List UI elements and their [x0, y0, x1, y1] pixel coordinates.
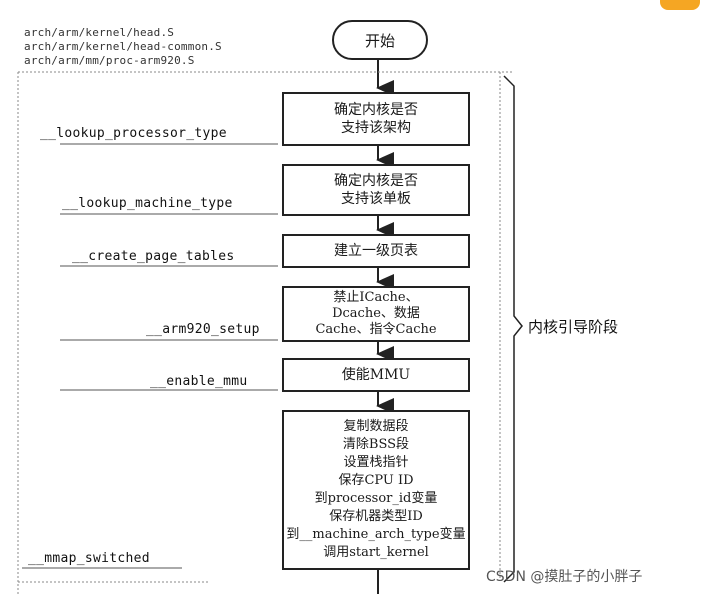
fn-label-create-page-tables: __create_page_tables: [72, 249, 235, 264]
step-line: 确定内核是否: [334, 102, 418, 118]
step-line: Cache、指令Cache: [315, 322, 437, 337]
source-file-proc-arm920: arch/arm/mm/proc-arm920.S: [24, 54, 195, 67]
step-line: 建立一级页表: [334, 243, 418, 259]
corner-badge-icon[interactable]: [660, 0, 700, 10]
watermark: CSDN @摸肚子的小胖子: [486, 569, 643, 585]
fn-label-enable-mmu: __enable_mmu: [150, 374, 248, 389]
step-line: 支持该单板: [341, 191, 411, 207]
step-line: 使能MMU: [341, 367, 411, 383]
fn-label-lookup-processor-type: __lookup_processor_type: [40, 126, 227, 141]
step-line: 复制数据段: [343, 419, 409, 434]
fn-label-mmap-switched: __mmap_switched: [28, 551, 150, 566]
step-line: 保存CPU ID: [338, 473, 414, 488]
start-node: 开始: [332, 20, 428, 60]
step-box-enable-mmu: 使能MMU: [282, 358, 470, 392]
fn-label-lookup-machine-type: __lookup_machine_type: [62, 196, 233, 211]
step-line: 清除BSS段: [342, 437, 410, 452]
step-line: 确定内核是否: [334, 173, 418, 189]
step-line: 设置栈指针: [343, 455, 409, 470]
source-file-head-common: arch/arm/kernel/head-common.S: [24, 40, 222, 53]
fn-label-arm920-setup: __arm920_setup: [146, 322, 260, 337]
step-line: 支持该架构: [341, 120, 411, 136]
step-line: 调用start_kernel: [323, 545, 429, 560]
step-box-disable-cache: 禁止ICache、 Dcache、数据 Cache、指令Cache: [282, 286, 470, 342]
step-line: 到__machine_arch_type变量: [286, 527, 466, 542]
step-line: 到processor_id变量: [314, 491, 438, 506]
stage-label: 内核引导阶段: [528, 318, 619, 336]
step-line: 保存机器类型ID: [329, 509, 423, 524]
step-box-check-board: 确定内核是否 支持该单板: [282, 164, 470, 216]
step-line: 禁止ICache、: [333, 290, 419, 305]
step-line: Dcache、数据: [332, 306, 420, 321]
step-box-mmap-switched: 复制数据段 清除BSS段 设置栈指针 保存CPU ID 到processor_i…: [282, 410, 470, 570]
source-file-head: arch/arm/kernel/head.S: [24, 26, 175, 39]
stage-brace: [503, 75, 523, 583]
step-box-page-tables: 建立一级页表: [282, 234, 470, 268]
step-box-check-arch: 确定内核是否 支持该架构: [282, 92, 470, 146]
